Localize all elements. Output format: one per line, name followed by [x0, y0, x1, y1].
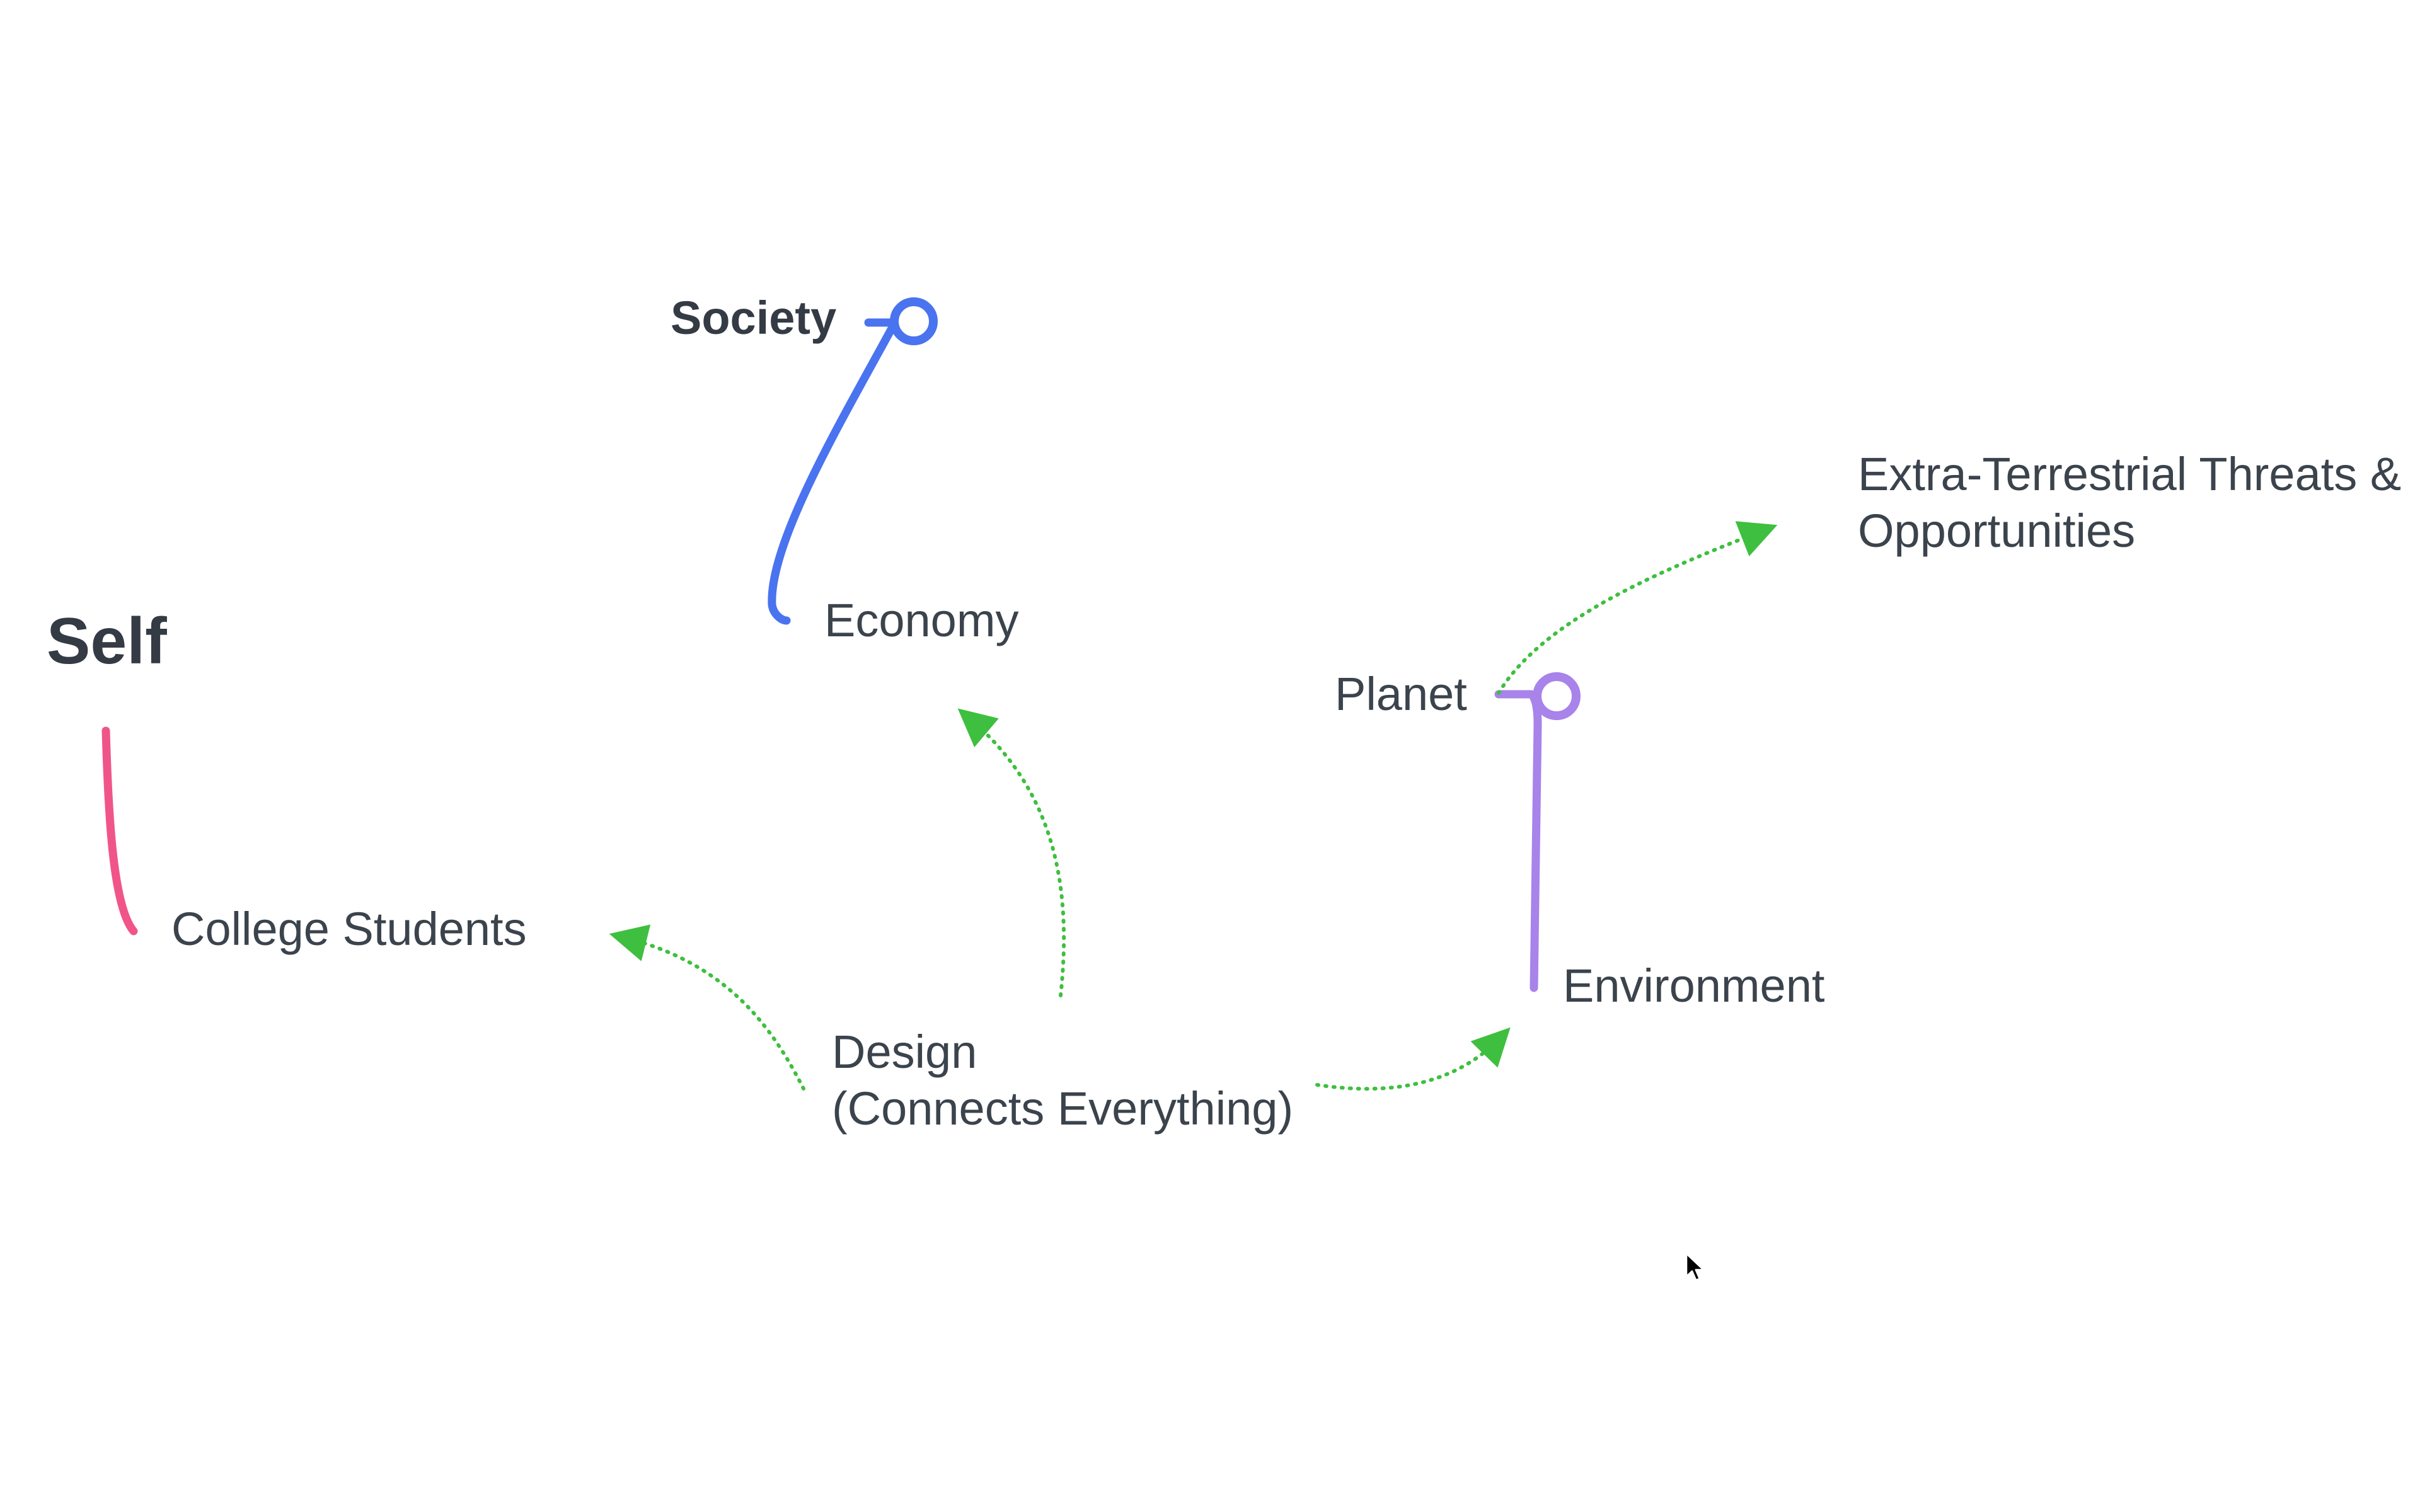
topic-planet[interactable]: Planet: [1335, 666, 1467, 723]
branch-self-college: [101, 726, 138, 936]
circle-handle-icon: [1533, 672, 1581, 720]
branch-planet-environment: [1494, 690, 1542, 992]
topic-self[interactable]: Self: [47, 602, 167, 682]
topic-extra-terrestrial-sublabel: Opportunities: [1858, 505, 2136, 558]
relationship-design-environment[interactable]: [1315, 1027, 1511, 1091]
topic-environment[interactable]: Environment: [1563, 958, 1824, 1014]
relationship-design-college[interactable]: [609, 924, 805, 1091]
topic-environment-label: Environment: [1563, 959, 1825, 1012]
topic-design[interactable]: Design (Connects Everything): [832, 1024, 1293, 1138]
topic-economy[interactable]: Economy: [824, 592, 1018, 649]
topic-extra-terrestrial[interactable]: Extra-Terrestrial Threats & Opportunitie…: [1858, 446, 2401, 560]
mouse-pointer-icon: [1685, 1252, 1705, 1281]
topic-college-students[interactable]: College Students: [171, 901, 527, 958]
topic-economy-label: Economy: [824, 594, 1019, 646]
topic-society[interactable]: Society: [671, 290, 836, 346]
topic-planet-label: Planet: [1335, 668, 1467, 720]
relationship-design-economy[interactable]: [957, 708, 1066, 997]
branch-society-economy: [768, 318, 899, 625]
relationship-planet-extraterrestrial[interactable]: [1497, 521, 1778, 695]
circle-handle-icon: [890, 297, 938, 345]
topic-college-students-label: College Students: [171, 903, 527, 955]
society-collapse-handle[interactable]: [890, 297, 938, 345]
topic-extra-terrestrial-label: Extra-Terrestrial Threats &: [1858, 448, 2402, 500]
topic-design-sublabel: (Connects Everything): [832, 1082, 1294, 1135]
topic-self-label: Self: [47, 605, 167, 678]
planet-collapse-handle[interactable]: [1533, 672, 1581, 720]
topic-design-label: Design: [832, 1026, 977, 1078]
topic-society-label: Society: [671, 292, 837, 344]
